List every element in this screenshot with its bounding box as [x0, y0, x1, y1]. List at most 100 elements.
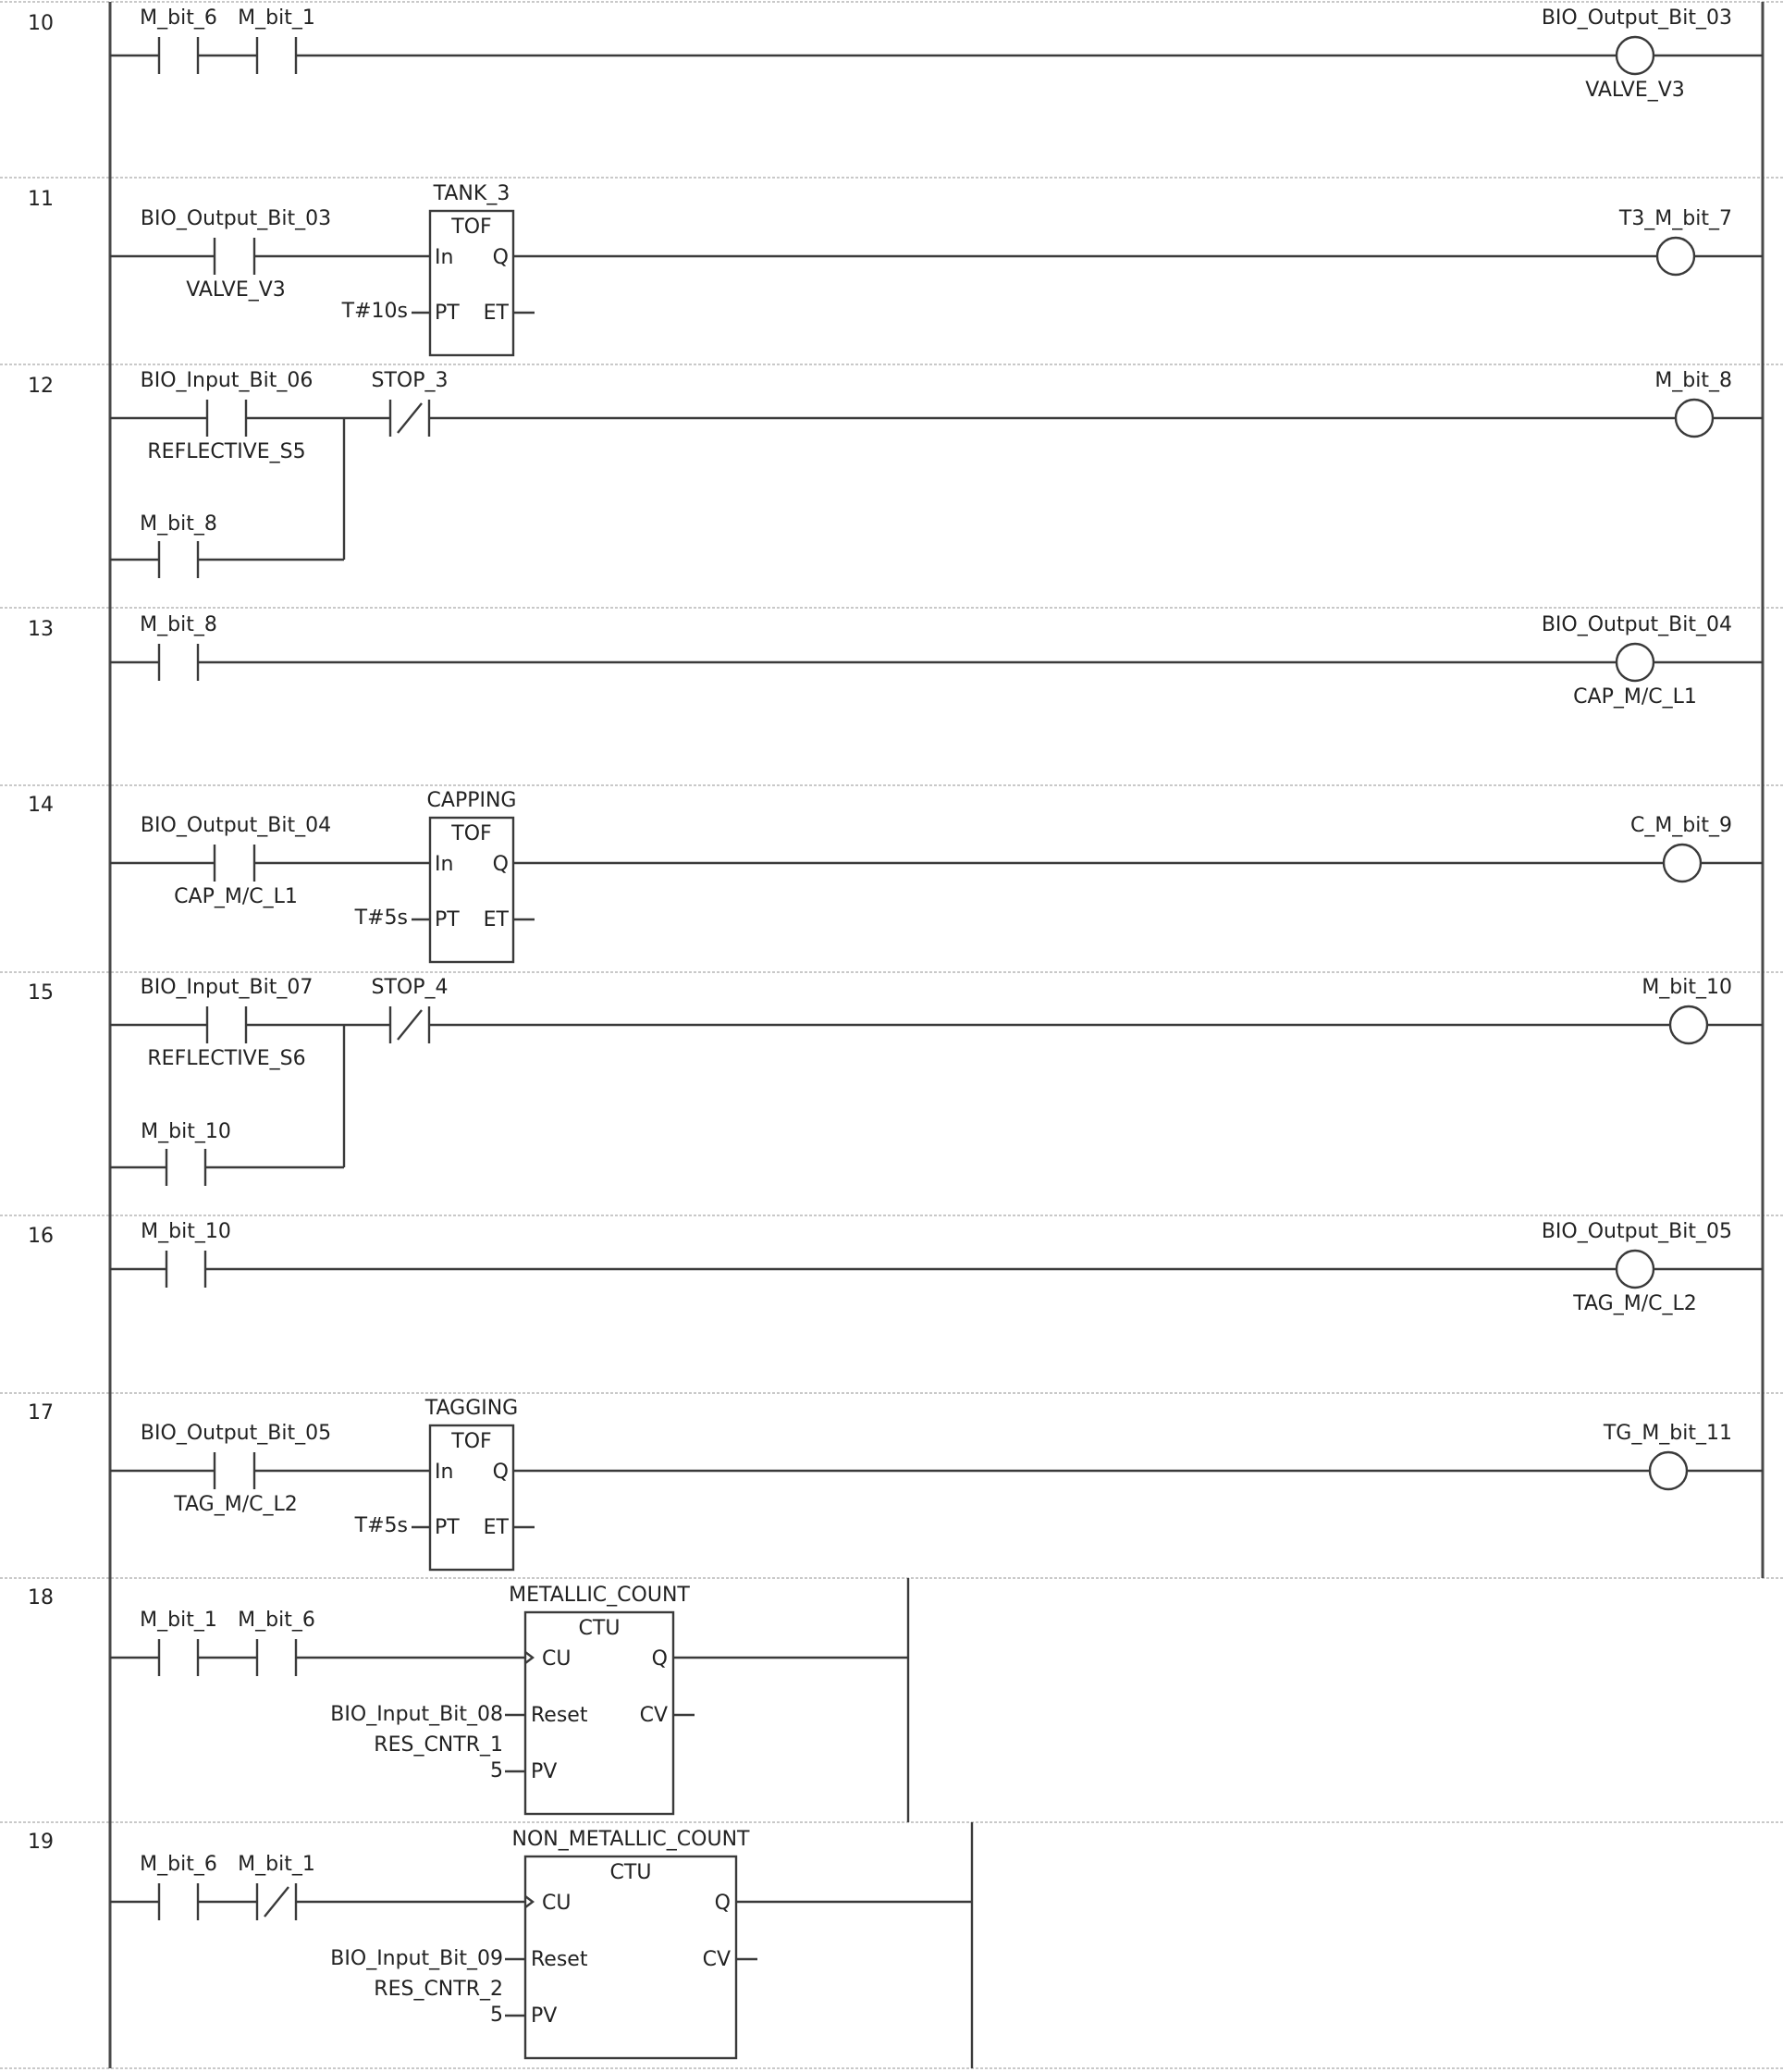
contact-no[interactable]: [213, 845, 256, 882]
preset-value: 5: [490, 1759, 503, 1782]
timer-instance: CAPPING: [427, 789, 517, 812]
contact-tag: M_bit_6: [238, 1609, 315, 1632]
block-type: TOF: [450, 822, 491, 845]
pin-q: Q: [715, 1892, 731, 1915]
rising-edge-marker: [524, 1895, 535, 1908]
block-type: CTU: [579, 1617, 621, 1640]
pin-q: Q: [493, 1461, 509, 1484]
contact-address: BIO_Input_Bit_07: [141, 976, 314, 999]
rung-number: 18: [28, 1586, 54, 1610]
rising-edge-marker: [524, 1651, 535, 1664]
rung-15[interactable]: 15 BIO_Input_Bit_07 REFLECTIVE_S6 STOP_4…: [28, 976, 1763, 1186]
output-coil[interactable]: [1615, 1249, 1655, 1289]
contact-no[interactable]: [157, 541, 200, 578]
contact-no[interactable]: [157, 1639, 200, 1676]
timer-instance: TAGGING: [424, 1397, 518, 1420]
coil-tag: M_bit_8: [1654, 369, 1732, 392]
counter-block-ctu[interactable]: [523, 1855, 738, 2060]
pin-reset: Reset: [531, 1948, 588, 1971]
contact-tag: M_bit_1: [238, 6, 315, 30]
branch-contact-tag: M_bit_8: [140, 512, 217, 536]
rung-10[interactable]: 10 M_bit_6 M_bit_1 BIO_Output_Bit_03 VAL…: [28, 6, 1763, 102]
contact-tag: M_bit_8: [140, 613, 217, 636]
output-coil[interactable]: [1615, 35, 1655, 76]
preset-time: T#5s: [354, 1514, 408, 1537]
reset-symbol: RES_CNTR_2: [374, 1978, 503, 2001]
counter-block-ctu[interactable]: [523, 1610, 675, 1816]
rung-number: 17: [28, 1401, 54, 1424]
contact-tag: M_bit_6: [140, 1853, 217, 1876]
rung-number: 10: [28, 12, 54, 35]
contact-no[interactable]: [165, 1149, 207, 1186]
rung-number: 15: [28, 981, 54, 1005]
timer-block-tof[interactable]: [428, 1424, 515, 1572]
contact-tag: M_bit_1: [140, 1609, 217, 1632]
pin-pv: PV: [531, 2004, 557, 2028]
contact-address: BIO_Output_Bit_04: [141, 814, 331, 837]
block-type: CTU: [610, 1861, 652, 1884]
contact-tag: M_bit_10: [141, 1220, 231, 1243]
coil-address: BIO_Output_Bit_04: [1542, 613, 1732, 636]
output-coil[interactable]: [1648, 1450, 1689, 1491]
preset-time: T#5s: [354, 906, 408, 930]
coil-tag: C_M_bit_9: [1630, 814, 1732, 837]
reset-symbol: RES_CNTR_1: [374, 1733, 503, 1757]
contact-no[interactable]: [213, 1452, 256, 1489]
output-coil[interactable]: [1674, 398, 1715, 438]
contact-symbol: REFLECTIVE_S6: [147, 1047, 305, 1070]
rung-12[interactable]: 12 BIO_Input_Bit_06 REFLECTIVE_S5 STOP_3…: [28, 369, 1763, 578]
rung-number: 14: [28, 794, 54, 817]
pin-et: ET: [484, 908, 510, 931]
rung-19[interactable]: 19 M_bit_6 M_bit_1 NON_METALLIC_COUNT CT…: [28, 1822, 974, 2068]
output-coil[interactable]: [1615, 642, 1655, 683]
coil-symbol: VALVE_V3: [1585, 79, 1685, 102]
rung-13[interactable]: 13 M_bit_8 BIO_Output_Bit_04 CAP_M/C_L1: [28, 613, 1763, 709]
contact-no[interactable]: [157, 644, 200, 681]
pin-cu: CU: [542, 1647, 571, 1671]
branch-contact-tag: M_bit_10: [141, 1120, 231, 1143]
output-coil[interactable]: [1662, 843, 1703, 883]
rung-16[interactable]: 16 M_bit_10 BIO_Output_Bit_05 TAG_M/C_L2: [28, 1220, 1763, 1315]
contact-no[interactable]: [205, 1006, 248, 1043]
contact-tag: STOP_4: [372, 976, 449, 999]
contact-no[interactable]: [157, 1883, 200, 1920]
contact-no[interactable]: [213, 238, 256, 275]
contact-address: BIO_Output_Bit_05: [141, 1422, 331, 1445]
output-coil[interactable]: [1655, 236, 1696, 277]
pin-et: ET: [484, 302, 510, 325]
contact-no[interactable]: [255, 1639, 298, 1676]
contact-no[interactable]: [255, 37, 298, 74]
contact-nc[interactable]: [255, 1883, 298, 1920]
coil-address: BIO_Output_Bit_05: [1542, 1220, 1732, 1243]
reset-address: BIO_Input_Bit_08: [330, 1703, 503, 1726]
contact-no[interactable]: [205, 400, 248, 437]
contact-nc[interactable]: [388, 1006, 431, 1043]
rung-17[interactable]: 17 BIO_Output_Bit_05 TAG_M/C_L2 TAGGING …: [28, 1397, 1763, 1572]
pin-in: In: [435, 246, 453, 269]
pin-cu: CU: [542, 1892, 571, 1915]
coil-address: BIO_Output_Bit_03: [1542, 6, 1732, 30]
contact-nc[interactable]: [388, 400, 431, 437]
rung-number: 13: [28, 618, 54, 641]
contact-tag: STOP_3: [372, 369, 449, 392]
rung-18[interactable]: 18 M_bit_1 M_bit_6 METALLIC_COUNT CTU CU…: [28, 1578, 910, 1822]
contact-symbol: REFLECTIVE_S5: [147, 440, 305, 463]
contact-no[interactable]: [157, 37, 200, 74]
contact-tag: M_bit_1: [238, 1853, 315, 1876]
rung-number: 12: [28, 375, 54, 398]
timer-block-tof[interactable]: [428, 209, 515, 357]
pin-et: ET: [484, 1516, 510, 1539]
contact-tag: M_bit_6: [140, 6, 217, 30]
timer-block-tof[interactable]: [428, 816, 515, 964]
contact-address: BIO_Output_Bit_03: [141, 207, 331, 230]
contact-no[interactable]: [165, 1251, 207, 1288]
pin-in: In: [435, 853, 453, 876]
counter-instance: NON_METALLIC_COUNT: [512, 1828, 750, 1851]
rung-number: 16: [28, 1225, 54, 1248]
coil-tag: T3_M_bit_7: [1618, 207, 1732, 230]
preset-time: T#10s: [341, 300, 408, 323]
rung-14[interactable]: 14 BIO_Output_Bit_04 CAP_M/C_L1 CAPPING …: [28, 789, 1763, 964]
output-coil[interactable]: [1668, 1005, 1709, 1045]
rung-11[interactable]: 11 BIO_Output_Bit_03 VALVE_V3 TANK_3 TOF…: [28, 182, 1763, 357]
